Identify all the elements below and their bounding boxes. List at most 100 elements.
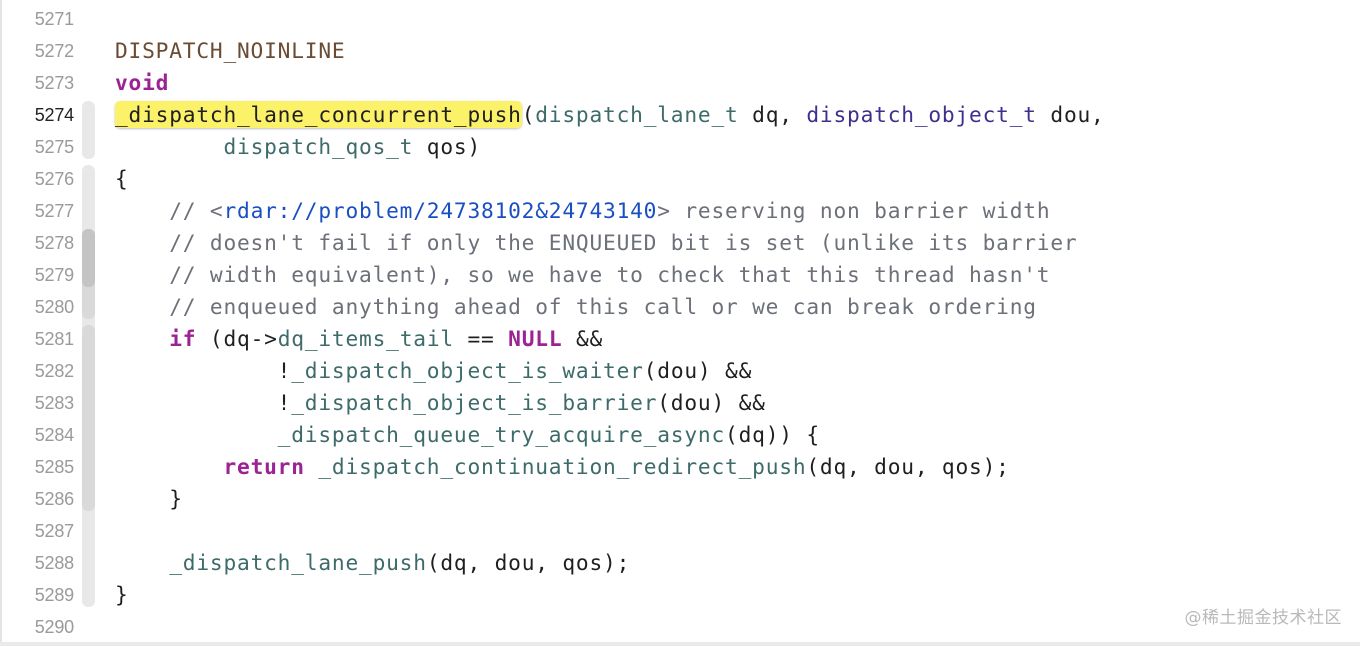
code-line[interactable]: 5279 // width equivalent), so we have to…	[2, 259, 1360, 291]
line-number[interactable]: 5286	[34, 489, 74, 509]
comment-token: // width equivalent), so we have to chec…	[115, 262, 1051, 287]
code-text[interactable]: // <rdar://problem/24738102&24743140> re…	[115, 195, 1050, 227]
line-number[interactable]: 5271	[34, 9, 74, 29]
code-line[interactable]: 5288 _dispatch_lane_push(dq, dou, qos);	[2, 547, 1360, 579]
line-number[interactable]: 5289	[34, 585, 74, 605]
code-line[interactable]: 5272 DISPATCH_NOINLINE	[2, 35, 1360, 67]
line-number[interactable]: 5278	[34, 233, 74, 253]
code-text[interactable]: // enqueued anything ahead of this call …	[115, 291, 1037, 323]
code-text[interactable]: // width equivalent), so we have to chec…	[115, 259, 1050, 291]
line-number[interactable]: 5273	[34, 73, 74, 93]
watermark: @稀土掘金技术社区	[1184, 608, 1342, 628]
function-token: dispatch_lane_t	[535, 102, 739, 127]
keyword-token: return	[223, 454, 305, 479]
code-token: &&	[562, 326, 604, 351]
code-line[interactable]: 5287	[2, 515, 1360, 547]
code-token	[115, 550, 169, 575]
function-token: _dispatch_continuation_redirect_push	[318, 454, 807, 479]
code-token: }	[115, 582, 129, 607]
fold-ribbon-comment-inner[interactable]	[82, 229, 95, 287]
function-token: _dispatch_queue_try_acquire_async	[277, 422, 726, 447]
line-number[interactable]: 5282	[34, 361, 74, 381]
code-token: ==	[453, 326, 509, 351]
code-line[interactable]: 5282 !_dispatch_object_is_waiter(dou) &&	[2, 355, 1360, 387]
code-text[interactable]: !_dispatch_object_is_barrier(dou) &&	[115, 387, 766, 419]
line-number[interactable]: 5281	[34, 329, 74, 349]
code-token	[115, 134, 223, 159]
comment-token: // doesn't fail if only the ENQUEUED bit…	[115, 230, 1078, 255]
function-token: _dispatch_lane_push	[169, 550, 427, 575]
code-text[interactable]: return _dispatch_continuation_redirect_p…	[115, 451, 1010, 483]
function-token: dispatch_qos_t	[223, 134, 414, 159]
function-token: _dispatch_object_is_barrier	[291, 390, 658, 415]
code-text[interactable]: !_dispatch_object_is_waiter(dou) &&	[115, 355, 752, 387]
code-line[interactable]: 5274 _dispatch_lane_concurrent_push(dispa…	[2, 99, 1360, 131]
code-text[interactable]: _dispatch_lane_push(dq, dou, qos);	[115, 547, 630, 579]
code-token: !	[115, 358, 292, 383]
code-token: !	[115, 390, 292, 415]
code-token: dq,	[738, 102, 807, 127]
code-token: (dq)) {	[725, 422, 820, 447]
code-token: {	[115, 166, 129, 191]
code-line[interactable]: 5290	[2, 611, 1360, 643]
code-line[interactable]: 5277 // <rdar://problem/24738102&2474314…	[2, 195, 1360, 227]
link-token[interactable]: rdar://problem/24738102&24743140	[223, 198, 658, 223]
line-number[interactable]: 5277	[34, 201, 74, 221]
code-text[interactable]: {	[115, 163, 129, 195]
function-token: _dispatch_object_is_waiter	[291, 358, 644, 383]
code-line[interactable]: 5280 // enqueued anything ahead of this …	[2, 291, 1360, 323]
code-text[interactable]: _dispatch_lane_concurrent_push(dispatch_…	[115, 99, 1105, 131]
code-line[interactable]: 5276 {	[2, 163, 1360, 195]
highlighted-symbol[interactable]: _dispatch_lane_concurrent_push	[115, 101, 522, 128]
code-line[interactable]: 5283 !_dispatch_object_is_barrier(dou) &…	[2, 387, 1360, 419]
line-number[interactable]: 5280	[34, 297, 74, 317]
code-line[interactable]: 5284 _dispatch_queue_try_acquire_async(d…	[2, 419, 1360, 451]
fold-ribbon-signature[interactable]	[82, 101, 95, 159]
function-token: dq_items_tail	[277, 326, 454, 351]
line-number[interactable]: 5283	[34, 393, 74, 413]
type-token: dispatch_object_t	[806, 102, 1037, 127]
line-number[interactable]: 5288	[34, 553, 74, 573]
code-line[interactable]: 5275 dispatch_qos_t qos)	[2, 131, 1360, 163]
code-text[interactable]: }	[115, 579, 129, 611]
code-token: }	[115, 486, 183, 511]
code-line[interactable]: 5278 // doesn't fail if only the ENQUEUE…	[2, 227, 1360, 259]
line-number[interactable]: 5287	[34, 521, 74, 541]
line-number[interactable]: 5272	[34, 41, 74, 61]
code-line[interactable]: 5286 }	[2, 483, 1360, 515]
line-number[interactable]: 5274	[34, 105, 74, 125]
keyword-token: if	[169, 326, 197, 351]
line-number[interactable]: 5276	[34, 169, 74, 189]
line-number[interactable]: 5285	[34, 457, 74, 477]
comment-token: > reserving non barrier width	[657, 198, 1051, 223]
code-token: (dq->	[196, 326, 278, 351]
code-text[interactable]: if (dq->dq_items_tail == NULL &&	[115, 323, 603, 355]
code-text[interactable]: void	[115, 67, 169, 99]
code-text[interactable]: // doesn't fail if only the ENQUEUED bit…	[115, 227, 1077, 259]
code-token: (dq, dou, qos);	[806, 454, 1010, 479]
code-token	[115, 326, 169, 351]
line-number[interactable]: 5284	[34, 425, 74, 445]
code-line[interactable]: 5281 if (dq->dq_items_tail == NULL &&	[2, 323, 1360, 355]
code-line[interactable]: 5285 return _dispatch_continuation_redir…	[2, 451, 1360, 483]
code-line[interactable]: 5273 void	[2, 67, 1360, 99]
code-text[interactable]: _dispatch_queue_try_acquire_async(dq)) {	[115, 419, 820, 451]
code-text[interactable]: }	[115, 483, 183, 515]
code-line[interactable]: 5271	[2, 3, 1360, 35]
line-number[interactable]: 5290	[34, 617, 74, 637]
code-token: (dou) &&	[657, 390, 766, 415]
code-token: dou,	[1036, 102, 1105, 127]
code-line[interactable]: 5289}	[2, 579, 1360, 611]
comment-token: // enqueued anything ahead of this call …	[115, 294, 1037, 319]
line-number[interactable]: 5279	[34, 265, 74, 285]
code-token	[305, 454, 319, 479]
code-text[interactable]: dispatch_qos_t qos)	[115, 131, 481, 163]
code-token: qos)	[413, 134, 482, 159]
code-token: (dou) &&	[643, 358, 753, 383]
fold-ribbon-if-block[interactable]	[82, 325, 95, 511]
keyword-token: NULL	[508, 326, 563, 351]
line-number[interactable]: 5275	[34, 137, 74, 157]
code-text[interactable]: DISPATCH_NOINLINE	[115, 35, 345, 67]
code-token	[115, 422, 278, 447]
